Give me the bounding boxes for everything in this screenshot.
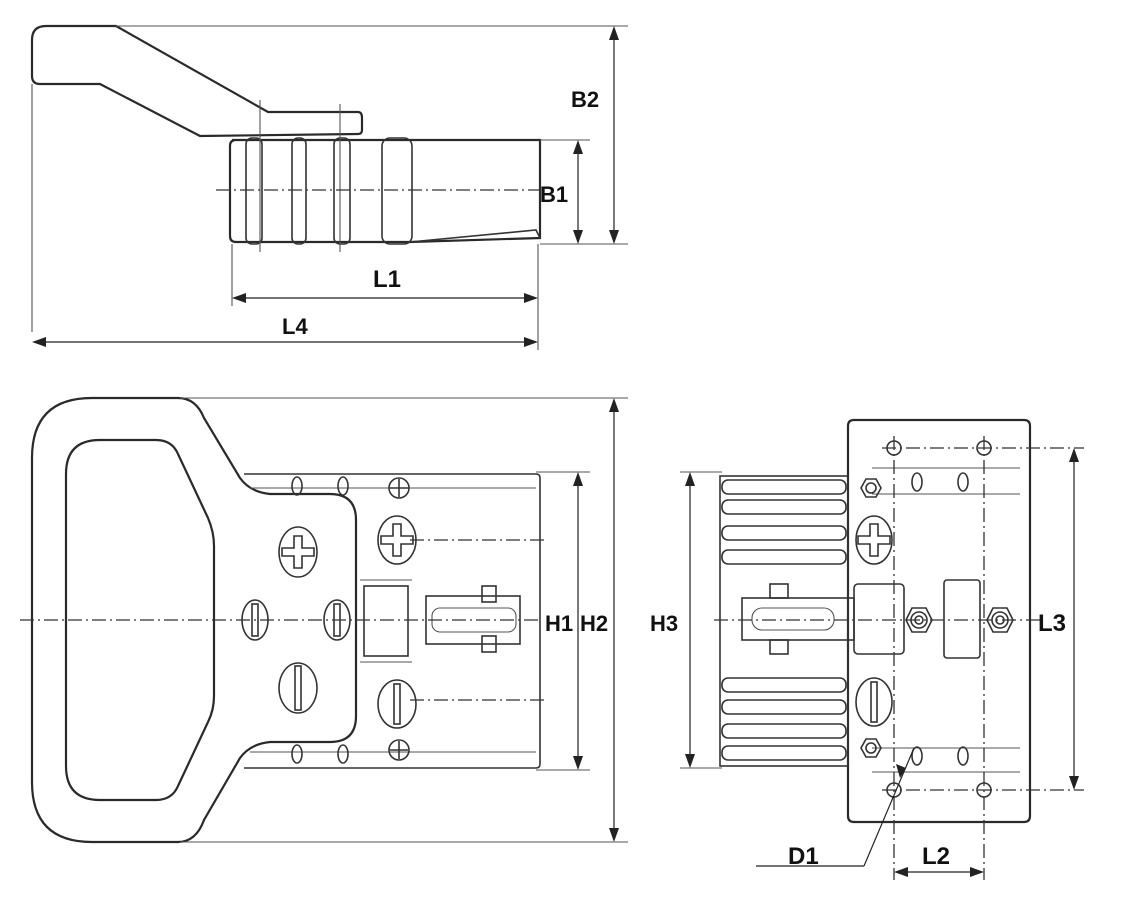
label-h2: H2 — [580, 611, 608, 636]
label-d1: D1 — [788, 843, 819, 870]
front-view — [20, 396, 628, 844]
label-h3: H3 — [650, 611, 678, 636]
rear-view — [680, 418, 1084, 880]
label-l1: L1 — [373, 266, 401, 293]
label-h1: H1 — [545, 611, 573, 636]
label-l3: L3 — [1038, 610, 1066, 637]
label-b2: B2 — [571, 87, 599, 112]
side-view — [30, 24, 628, 350]
label-l2: L2 — [922, 843, 950, 870]
label-l4: L4 — [282, 314, 308, 339]
label-b1: B1 — [540, 182, 568, 207]
